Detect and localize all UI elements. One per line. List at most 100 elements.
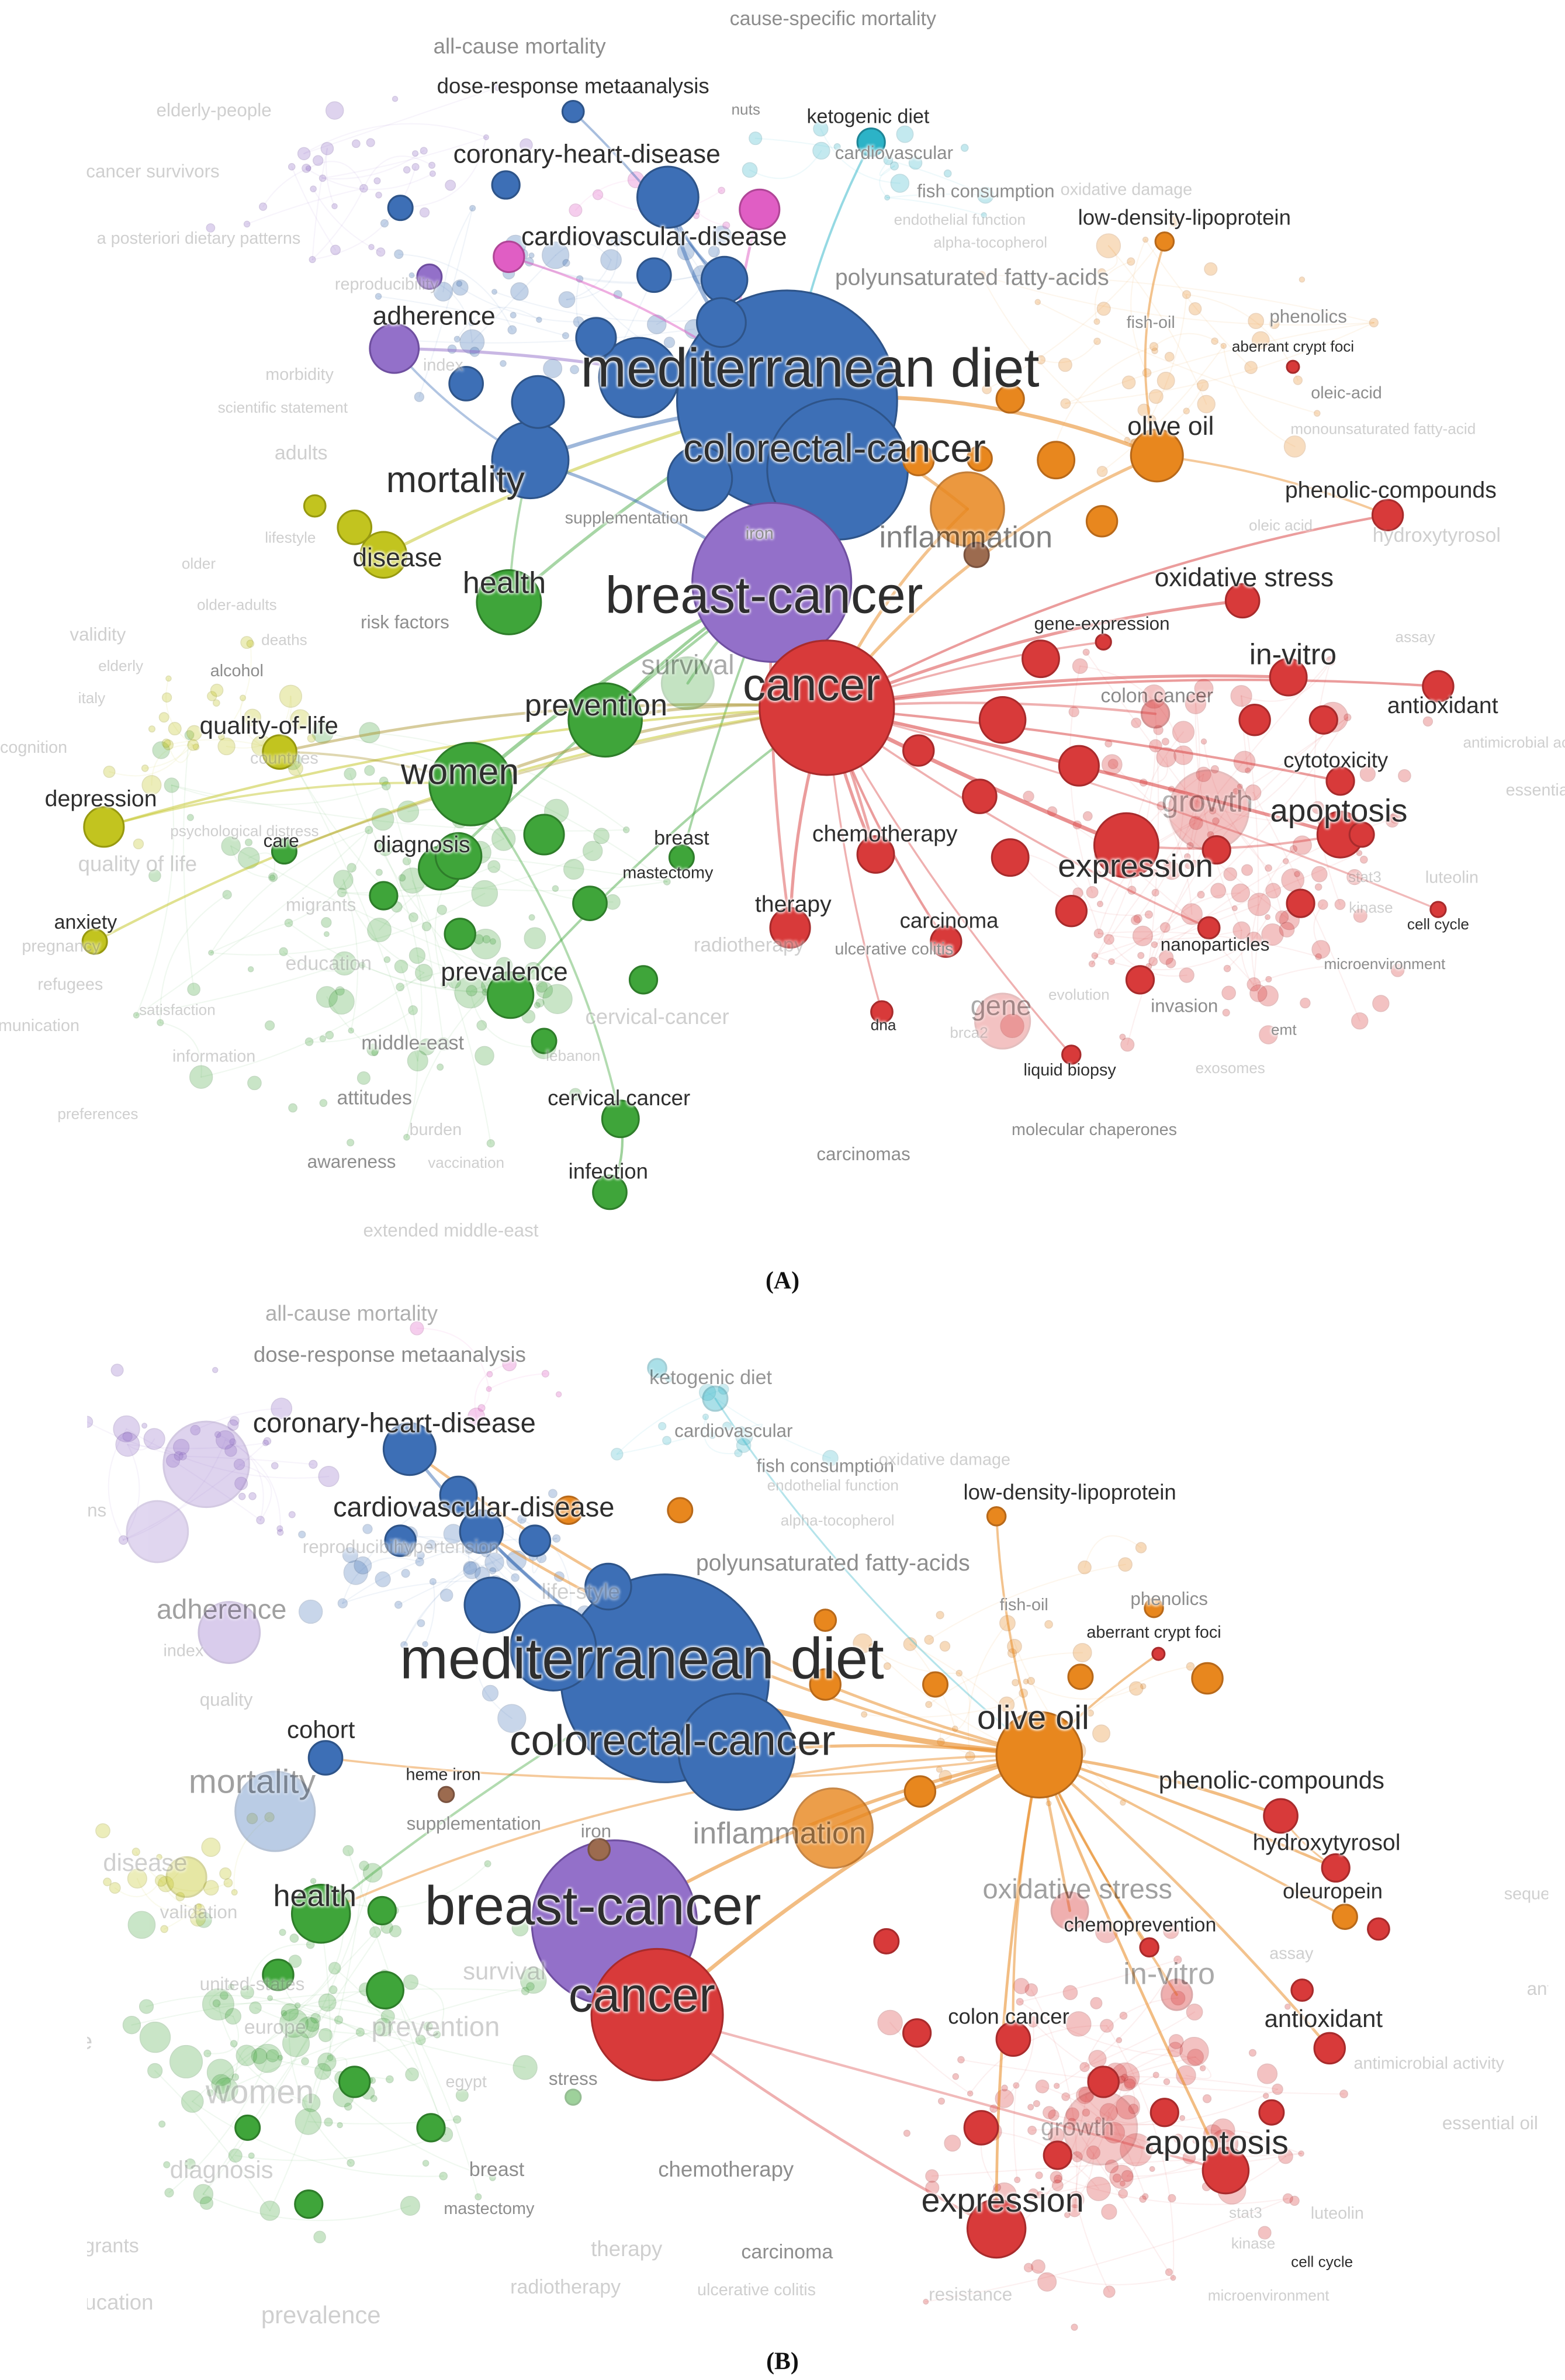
node-b-f26 (902, 2018, 932, 2048)
background-node (408, 947, 426, 964)
background-node (428, 161, 436, 169)
background-node (201, 1838, 221, 1857)
edge (383, 1973, 479, 2198)
term-label: carcinoma (899, 908, 999, 933)
background-node (164, 777, 179, 793)
background-node (1189, 816, 1203, 831)
term-label: oleic-acid (1311, 384, 1382, 403)
node-a-pk1 (739, 188, 781, 230)
term-label: deaths (261, 632, 307, 650)
term-label: microenvironment (1324, 957, 1446, 974)
background-node (240, 694, 247, 701)
background-node (593, 828, 610, 845)
background-node (1259, 1025, 1278, 1044)
background-node (622, 826, 630, 833)
edge (1076, 2076, 1126, 2158)
edge (1065, 322, 1374, 404)
background-node (307, 734, 316, 743)
background-node (371, 1049, 379, 1056)
edge (1038, 1753, 1227, 2172)
background-node (600, 249, 622, 271)
background-node (364, 765, 375, 776)
term-label: older-adults (197, 597, 277, 615)
edge (1226, 916, 1269, 970)
term-label: cardiovascular-disease (521, 222, 787, 252)
background-node (375, 293, 382, 300)
term-label: cell cycle (1407, 917, 1469, 934)
node-a-f6 (448, 366, 484, 402)
edge (981, 274, 1374, 324)
background-node (309, 256, 316, 264)
node-a-nano (1197, 916, 1221, 940)
term-label: mortality (188, 1762, 316, 1801)
term-label: pregnancy (22, 938, 101, 956)
background-node (1244, 361, 1258, 374)
edge (1038, 1753, 1346, 1918)
background-node (1356, 850, 1363, 856)
background-node (1221, 985, 1236, 1001)
edge (136, 1878, 200, 1913)
background-node (1082, 811, 1093, 821)
edge (342, 1557, 421, 1604)
node-a-f8 (491, 170, 521, 200)
background-node (276, 1529, 284, 1536)
edge (1241, 660, 1331, 702)
edge (1144, 240, 1166, 457)
edge (740, 1423, 763, 1437)
background-node (414, 392, 424, 402)
background-node (143, 1428, 165, 1450)
term-label: low-density-lipoprotein (963, 1479, 1176, 1504)
background-node (507, 325, 517, 335)
node-a-f26 (1055, 894, 1088, 928)
term-label: anxiety (54, 910, 117, 933)
background-node (397, 800, 420, 823)
node-a-f35 (995, 384, 1025, 414)
background-node (1133, 914, 1142, 923)
background-node (1083, 2123, 1092, 2132)
background-node (1121, 375, 1136, 390)
background-node (1139, 2195, 1147, 2203)
caption-b: (B) (766, 2349, 799, 2376)
edge (341, 1863, 489, 1908)
edge (361, 964, 486, 993)
term-label: diagnosis (169, 2158, 273, 2185)
node-b-f13 (903, 1775, 937, 1808)
background-node (510, 312, 517, 319)
background-node (279, 684, 303, 708)
node-b-f31 (416, 2113, 446, 2143)
background-node (187, 739, 199, 751)
background-node (1091, 952, 1099, 959)
background-node (367, 918, 392, 943)
background-node (1165, 2268, 1173, 2277)
node-b-f23 (1290, 1978, 1314, 2002)
background-node (1210, 765, 1219, 774)
background-node (152, 741, 170, 759)
node-a-cc (1429, 901, 1447, 918)
background-node (158, 2120, 166, 2128)
background-node (269, 874, 276, 881)
term-label: gene (970, 990, 1032, 1021)
background-node (1196, 766, 1211, 782)
background-node (1107, 759, 1119, 769)
background-node (526, 1982, 535, 1991)
background-node (127, 1911, 156, 1939)
background-node (289, 1933, 299, 1943)
node-b-f28 (366, 1971, 404, 2009)
background-node (1086, 886, 1099, 898)
edge (474, 1363, 510, 1417)
term-label: education (285, 951, 372, 975)
edge (1130, 239, 1148, 373)
edge (825, 706, 1342, 783)
term-label: communication (0, 1017, 79, 1036)
edge (696, 210, 727, 226)
background-node (1054, 2174, 1062, 2184)
background-node (1082, 2108, 1090, 2117)
term-label: emt (1270, 1022, 1297, 1040)
background-node (392, 95, 399, 102)
term-label: coronary-heart-disease (453, 140, 721, 169)
term-label: cytotoxicity (1283, 747, 1389, 772)
background-node (1012, 1679, 1019, 1687)
background-node (1148, 957, 1158, 966)
background-node (1099, 2103, 1119, 2122)
